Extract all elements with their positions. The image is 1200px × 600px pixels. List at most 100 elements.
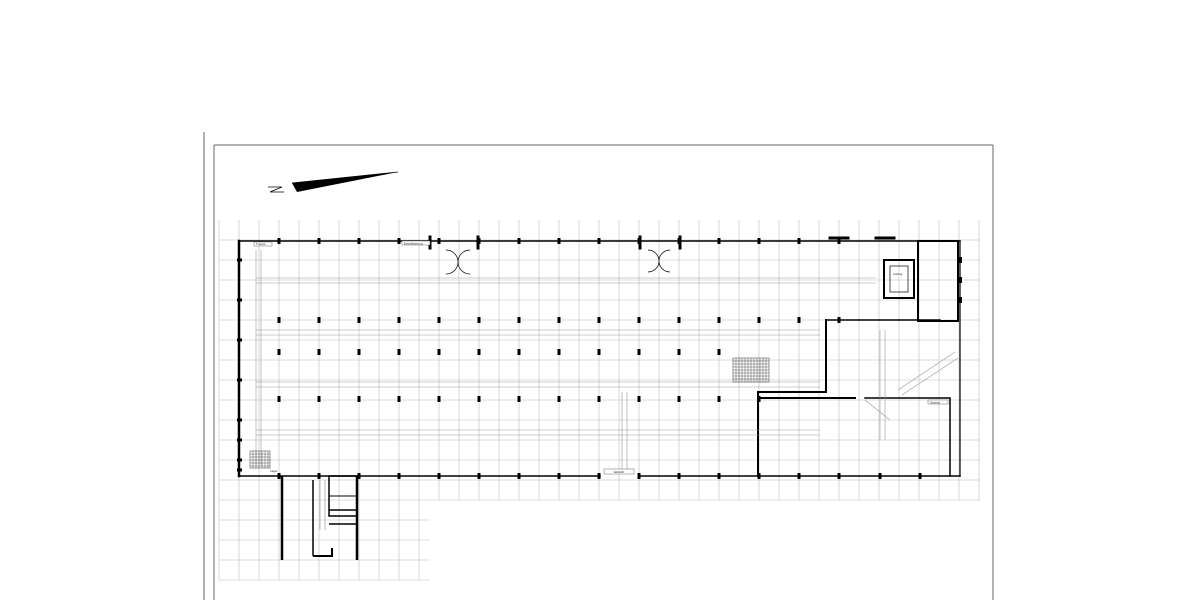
column [357,238,361,244]
elevator-label: Aufzug [893,272,903,276]
column [397,317,401,323]
hatch-outline [249,450,271,469]
column [237,418,242,422]
column [317,238,321,244]
column [317,349,321,355]
column [437,349,441,355]
column [717,349,721,355]
column [918,473,922,479]
column [397,238,401,244]
column [437,238,441,244]
ceiling-ducts [255,250,959,470]
column [237,378,242,382]
room-labels: Treppe Erschliessung Einfahrt Technik La… [253,240,949,475]
top-left-room-label: Treppe [256,242,266,246]
column [517,317,521,323]
column [277,317,281,323]
entrance-doors [445,249,671,275]
column [277,473,281,479]
column [637,238,641,244]
column [437,396,441,402]
column [237,438,242,442]
column [357,349,361,355]
column [237,468,242,472]
column [797,238,801,244]
column [557,396,561,402]
column [237,258,242,262]
column [437,473,441,479]
column [757,317,761,323]
column [477,238,481,244]
column [637,396,641,402]
elevator-shaft: Aufzug [883,259,915,299]
column [597,317,601,323]
column [557,317,561,323]
column [757,473,761,479]
column [677,317,681,323]
column [637,473,641,479]
column [958,277,962,283]
column [557,238,561,244]
column [357,317,361,323]
sheet-frame [203,132,994,600]
column [677,238,681,244]
stair-annex [280,475,359,560]
column [637,317,641,323]
column [797,317,801,323]
column [757,238,761,244]
column [237,338,242,342]
column [797,473,801,479]
column [517,473,521,479]
hatched-shafts [249,357,770,469]
column [237,298,242,302]
column [677,349,681,355]
column [277,349,281,355]
column [677,473,681,479]
column [477,396,481,402]
column [677,396,681,402]
column [637,349,641,355]
column [958,297,962,303]
column [717,473,721,479]
column [557,473,561,479]
column [477,349,481,355]
column [397,396,401,402]
north-arrow-icon [268,171,399,193]
column [477,317,481,323]
column [317,396,321,402]
column [837,238,841,244]
column [357,396,361,402]
column [397,473,401,479]
column [357,473,361,479]
column [277,238,281,244]
column [717,317,721,323]
column [597,238,601,244]
column [557,349,561,355]
column [837,473,841,479]
column [717,238,721,244]
column [958,257,962,263]
column [517,349,521,355]
column [597,473,601,479]
column [477,473,481,479]
column [597,396,601,402]
column [597,349,601,355]
column [837,317,841,323]
column [757,396,761,402]
column [237,458,242,462]
bottom-left-room-label: Lager [270,469,278,473]
column [317,473,321,479]
column [517,238,521,244]
structural-columns [237,238,962,479]
column [317,317,321,323]
column [437,317,441,323]
column [517,396,521,402]
top-corridor-label: Erschliessung [404,242,423,246]
column [277,396,281,402]
bottom-center-label: Einfahrt [614,470,625,474]
right-room-label: Technik [930,401,941,405]
column [878,473,882,479]
column [397,349,401,355]
column [717,396,721,402]
